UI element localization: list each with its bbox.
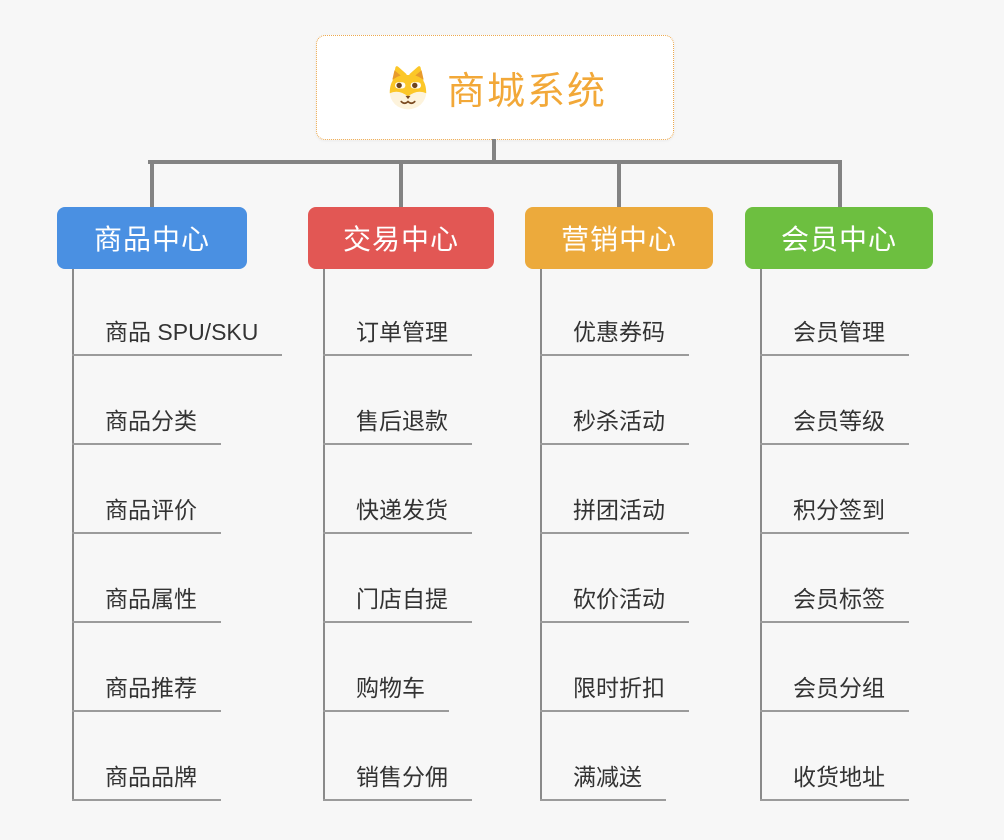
leaf-node[interactable]: 商品评价 <box>72 496 221 534</box>
leaf-node[interactable]: 限时折扣 <box>540 674 689 712</box>
leaf-node[interactable]: 会员标签 <box>760 585 909 623</box>
leaf-node[interactable]: 售后退款 <box>323 407 472 445</box>
connector-bus <box>148 160 842 164</box>
connector-stub-member-center <box>838 160 842 207</box>
dog-face-icon <box>389 65 427 109</box>
branch-label: 营销中心 <box>560 224 677 255</box>
root-title: 商城系统 <box>446 71 607 113</box>
branch-node-trade-center[interactable]: 交易中心 <box>308 207 494 269</box>
leaf-node[interactable]: 商品推荐 <box>72 674 221 712</box>
leaf-node[interactable]: 门店自提 <box>323 585 472 623</box>
root-node[interactable]: 商城系统 <box>316 35 674 140</box>
leaf-node[interactable]: 商品品牌 <box>72 763 221 801</box>
leaf-node[interactable]: 订单管理 <box>323 318 472 356</box>
leaf-node[interactable]: 积分签到 <box>760 496 909 534</box>
branch-node-product-center[interactable]: 商品中心 <box>57 207 247 269</box>
connector-spine-member-center <box>760 269 762 801</box>
leaf-node[interactable]: 购物车 <box>323 674 449 712</box>
leaf-node[interactable]: 快递发货 <box>323 496 472 534</box>
branch-label: 商品中心 <box>93 224 210 255</box>
leaf-node[interactable]: 收货地址 <box>760 763 909 801</box>
leaf-node[interactable]: 商品分类 <box>72 407 221 445</box>
connector-stub-marketing-center <box>617 160 621 207</box>
branch-label: 交易中心 <box>342 224 459 255</box>
leaf-node[interactable]: 秒杀活动 <box>540 407 689 445</box>
leaf-node[interactable]: 会员分组 <box>760 674 909 712</box>
leaf-node[interactable]: 优惠券码 <box>540 318 689 356</box>
connector-spine-product-center <box>72 269 74 801</box>
leaf-node[interactable]: 会员等级 <box>760 407 909 445</box>
leaf-node[interactable]: 销售分佣 <box>323 763 472 801</box>
leaf-node[interactable]: 会员管理 <box>760 318 909 356</box>
leaf-node[interactable]: 拼团活动 <box>540 496 689 534</box>
connector-stub-trade-center <box>399 160 403 207</box>
connector-spine-marketing-center <box>540 269 542 801</box>
leaf-node[interactable]: 满减送 <box>540 763 666 801</box>
connector-spine-trade-center <box>323 269 325 801</box>
leaf-node[interactable]: 砍价活动 <box>540 585 689 623</box>
connector-stub-product-center <box>150 160 154 207</box>
leaf-node[interactable]: 商品 SPU/SKU <box>72 318 283 356</box>
branch-node-member-center[interactable]: 会员中心 <box>745 207 933 269</box>
connector-root-stub <box>492 139 496 164</box>
branch-node-marketing-center[interactable]: 营销中心 <box>525 207 713 269</box>
branch-label: 会员中心 <box>780 224 897 255</box>
leaf-node[interactable]: 商品属性 <box>72 585 221 623</box>
